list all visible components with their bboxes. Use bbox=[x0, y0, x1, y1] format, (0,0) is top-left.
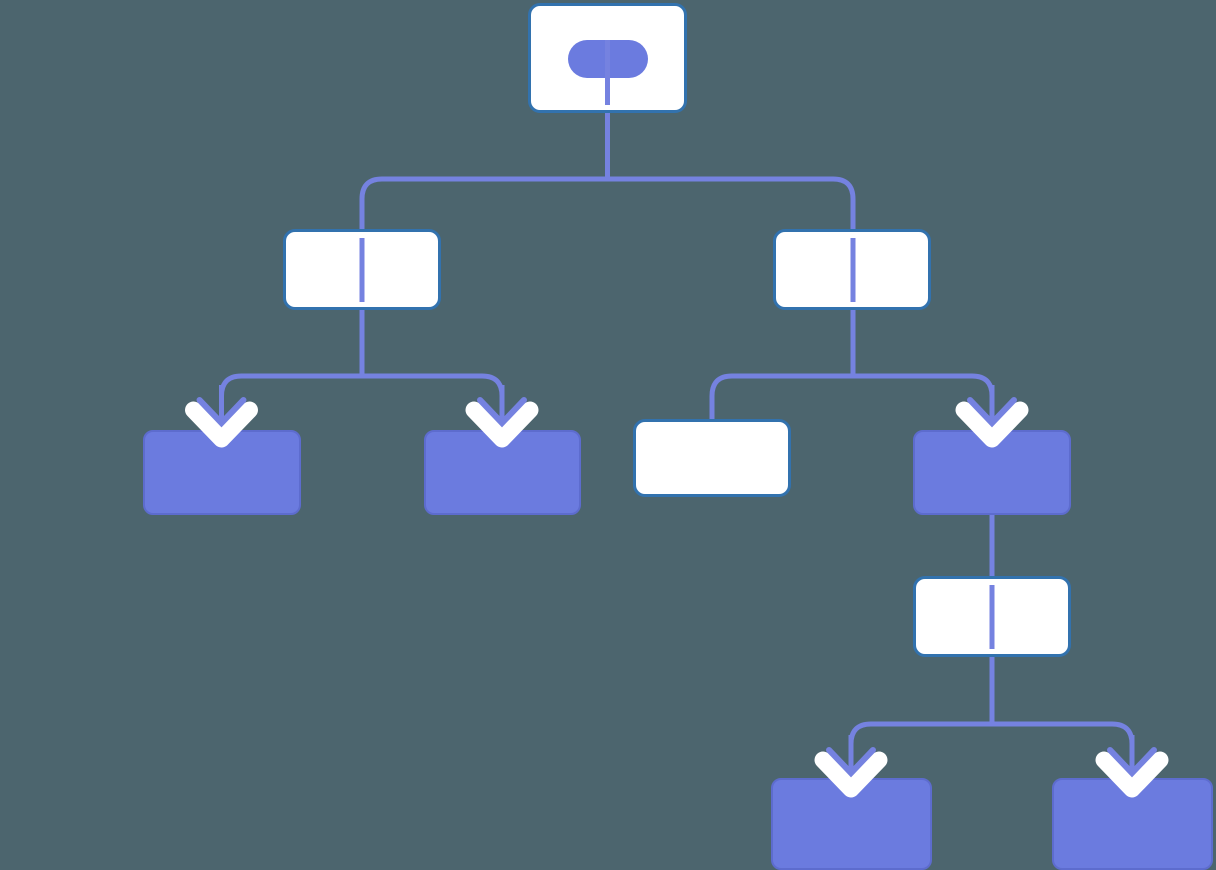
arrowhead-a-l2b bbox=[465, 385, 539, 448]
arrowhead-halo bbox=[955, 401, 1029, 448]
arrowhead-halo bbox=[814, 751, 888, 798]
node-n-r2a[interactable] bbox=[633, 419, 791, 497]
arrowhead-halo bbox=[185, 401, 258, 448]
arrowhead-halo bbox=[465, 401, 539, 448]
arrowhead-a-l2a bbox=[185, 385, 258, 448]
arrowhead-a-r4b bbox=[1095, 735, 1169, 798]
connector-w-root-split bbox=[359, 176, 856, 310]
arrowhead-halo bbox=[1095, 751, 1169, 798]
arrowhead-a-r2b bbox=[955, 385, 1029, 448]
arrowhead-a-r4a bbox=[814, 735, 888, 798]
